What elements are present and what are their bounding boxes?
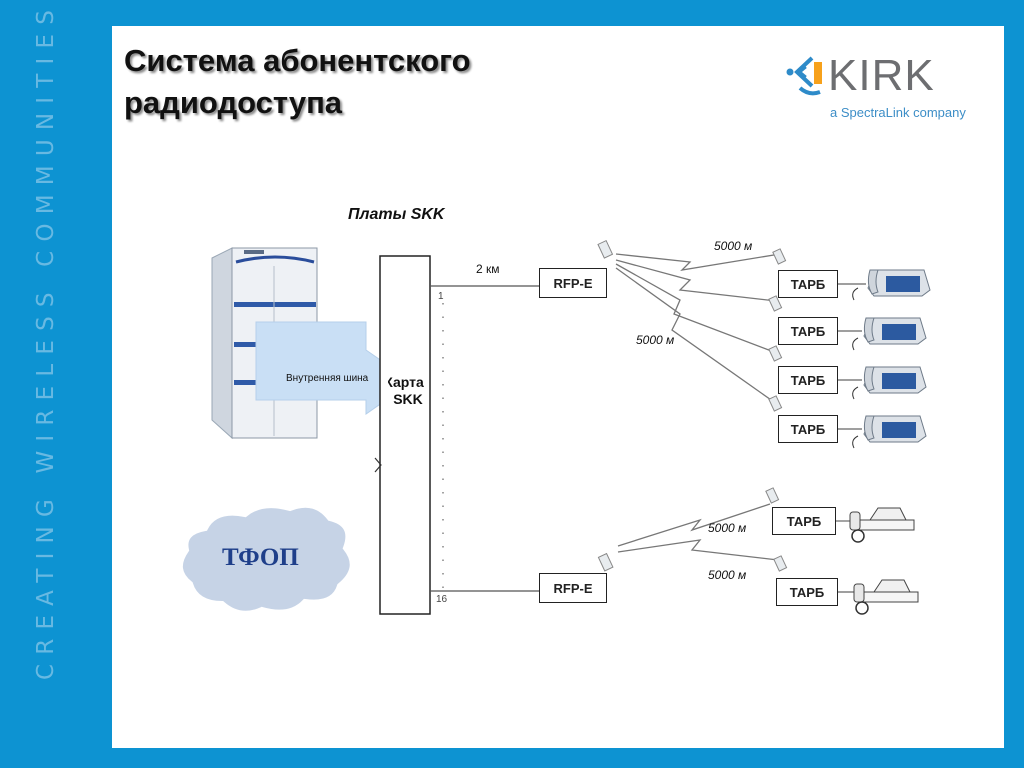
range-label-lower-1: 5000 м (708, 521, 747, 535)
phone-icon (853, 579, 919, 615)
radio-links-lower (617, 503, 779, 561)
phone-icon (852, 317, 927, 351)
port-number-last: 16 (436, 594, 448, 605)
terminal-box-upper-2: ТАРБ (778, 317, 838, 345)
card-notch-icon (374, 457, 382, 473)
card-label-line-2: SKK (393, 391, 423, 407)
slide-title: Система абонентского радиодоступа (124, 40, 471, 124)
phone-connectors (836, 283, 866, 593)
card-label-line-1: Карта (388, 374, 424, 390)
terminal-box-upper-1: ТАРБ (778, 270, 838, 298)
phone-icon (849, 507, 915, 543)
rfp-lower-box: RFP-E (539, 573, 607, 603)
skk-card-box (379, 255, 431, 615)
range-label-upper-top: 5000 м (714, 239, 753, 253)
logo-tagline: a SpectraLink company (830, 105, 966, 120)
terminal-box-lower-1: ТАРБ (772, 507, 836, 535)
phone-icon (852, 366, 927, 400)
skk-card-label: Карта SKK (388, 374, 428, 408)
internal-bus-label: Внутренняя шина (286, 373, 369, 384)
pstn-cloud-shape (177, 501, 356, 617)
pstn-cloud-label: ТФОП (222, 544, 299, 571)
range-label-upper-mid: 5000 м (636, 333, 675, 347)
antenna-icons (597, 239, 788, 572)
line-length-label: 2 км (476, 262, 500, 276)
title-line-2: радиодоступа (124, 85, 343, 120)
port-number-first: 1 (438, 291, 444, 302)
title-line-1: Система абонентского (124, 43, 471, 78)
range-label-lower-2: 5000 м (708, 568, 747, 582)
phone-icon (852, 269, 931, 301)
logo-wordmark: KIRK (828, 51, 935, 100)
rfp-upper-box: RFP-E (539, 268, 607, 298)
boards-label: Платы SKK (348, 206, 445, 223)
terminal-box-upper-4: ТАРБ (778, 415, 838, 443)
terminal-box-lower-2: ТАРБ (776, 578, 838, 606)
terminal-box-upper-3: ТАРБ (778, 366, 838, 394)
phone-icon (852, 415, 927, 449)
radio-links-upper (615, 253, 781, 403)
